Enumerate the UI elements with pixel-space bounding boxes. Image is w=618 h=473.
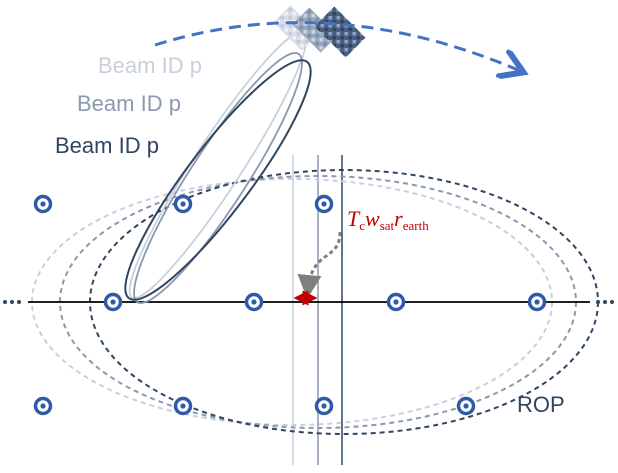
rop-label: ROP <box>517 392 565 417</box>
beam-ellipse-dark <box>124 59 312 301</box>
axis-dots-right <box>596 300 614 304</box>
orbit-arrow <box>154 21 518 70</box>
grid-node <box>386 292 406 312</box>
grid-node <box>314 194 334 214</box>
grid-node <box>103 292 123 312</box>
satellite-dark-icon <box>314 6 366 58</box>
grid-node <box>527 292 547 312</box>
grid-node <box>456 396 476 416</box>
grid-node <box>314 396 334 416</box>
grid-node <box>173 194 193 214</box>
offset-formula: Tcwsatrearth <box>347 206 429 233</box>
satellite-light-icon <box>273 5 319 51</box>
beam-ellipse-mid <box>133 52 303 304</box>
axis-dots-left <box>3 300 21 304</box>
grid-node <box>33 194 53 214</box>
beam-label-mid: Beam ID p <box>77 91 181 116</box>
beam-label-light: Beam ID p <box>98 53 202 78</box>
beam-label-dark: Beam ID p <box>55 133 159 158</box>
grid-node <box>244 292 264 312</box>
satellite-mid-icon <box>292 7 338 53</box>
grid-node <box>173 396 193 416</box>
grid-nodes <box>33 194 547 416</box>
formula-pointer <box>297 231 342 299</box>
grid-node <box>33 396 53 416</box>
